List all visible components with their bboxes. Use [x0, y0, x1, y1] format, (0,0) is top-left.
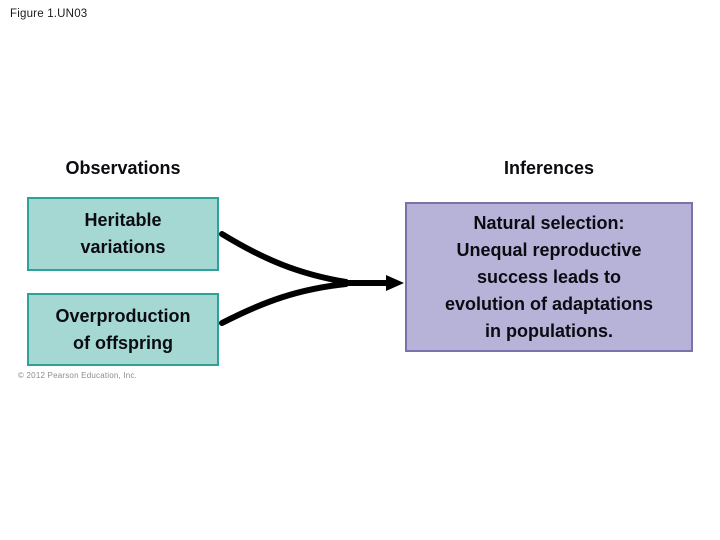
observation-box-heritable-variations: Heritable variations — [27, 197, 219, 271]
figure-label: Figure 1.UN03 — [10, 8, 88, 20]
observations-heading: Observations — [65, 158, 181, 178]
copyright-text: © 2012 Pearson Education, Inc. — [18, 371, 138, 380]
observation-box-overproduction-of-offspring: Overproduction of offspring — [27, 293, 219, 366]
inferences-heading: Inferences — [503, 158, 595, 178]
inference-box-natural-selection: Natural selection: Unequal reproductive … — [405, 202, 693, 352]
